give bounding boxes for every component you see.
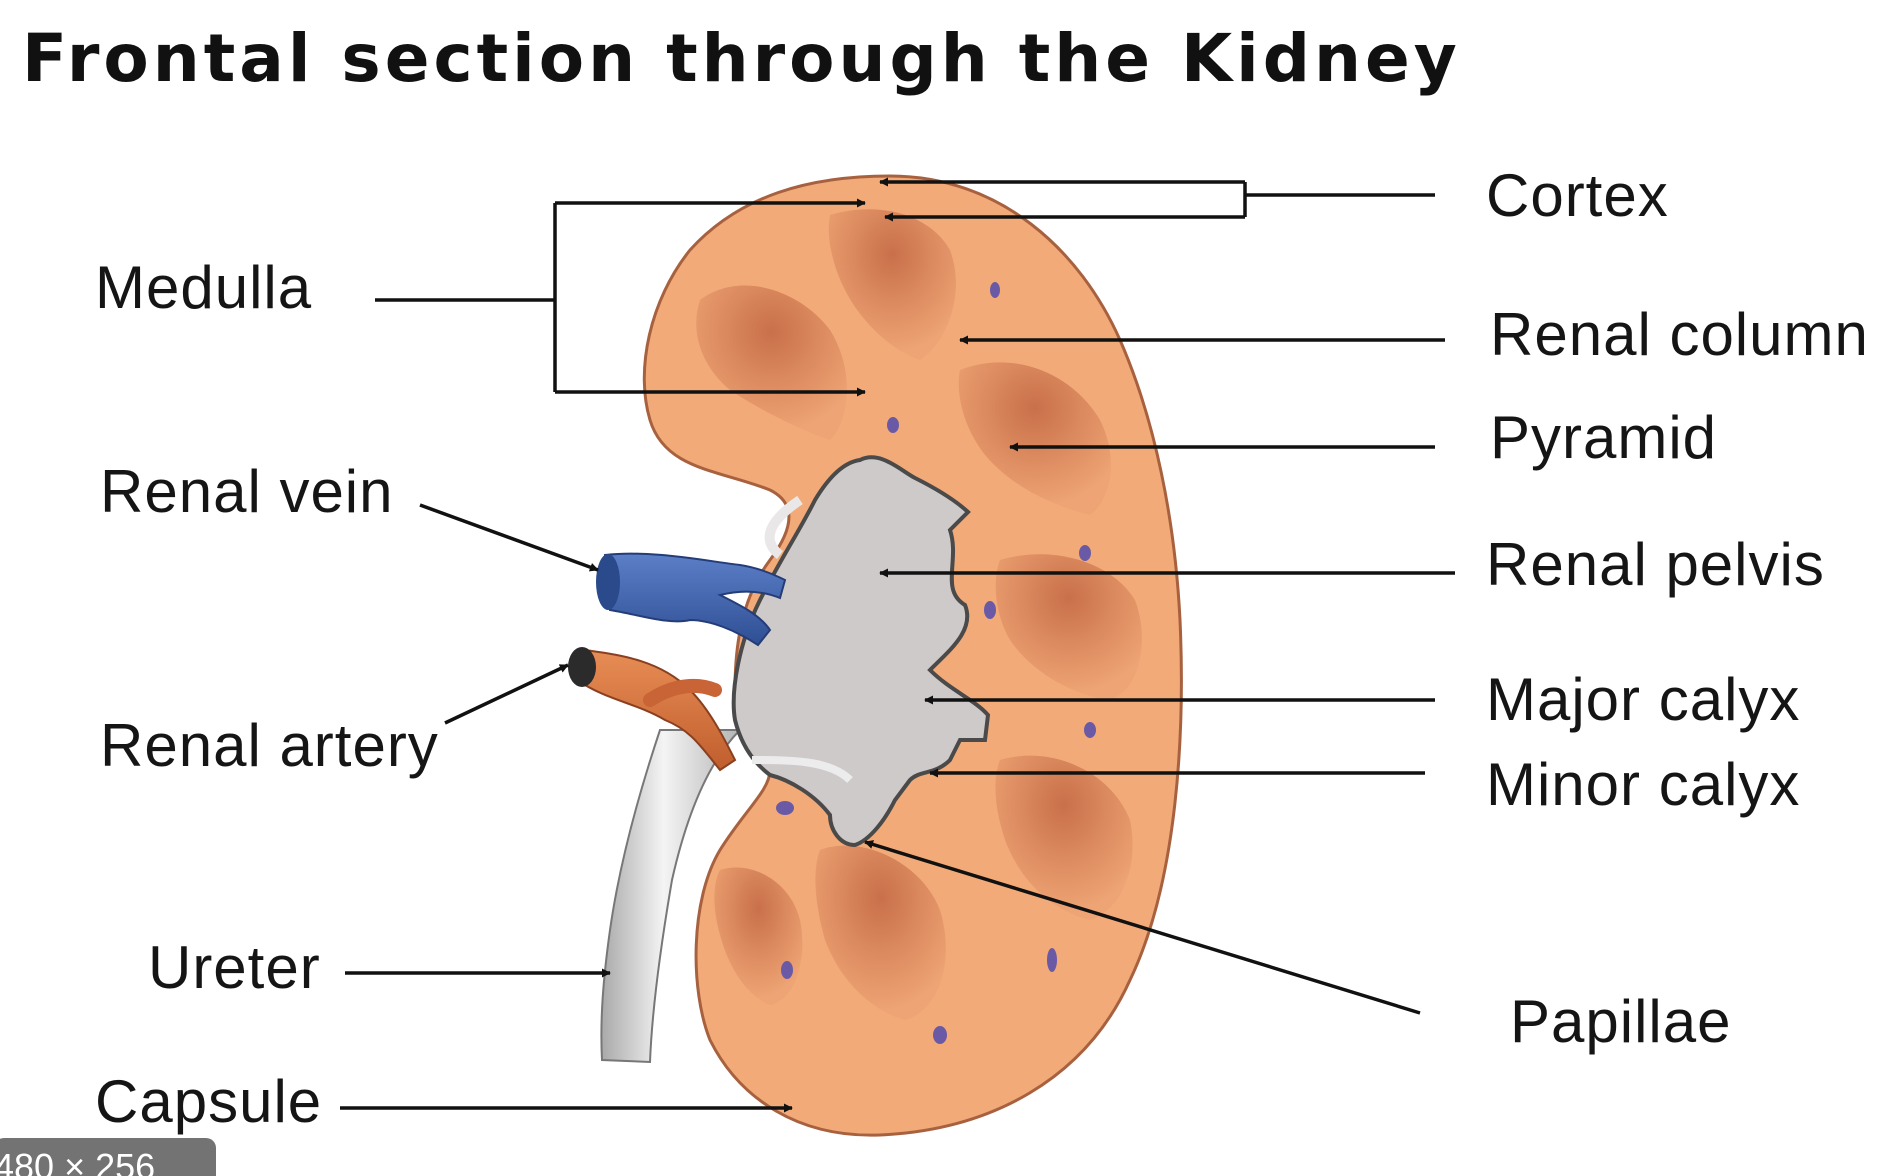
ureter-shape (600, 729, 743, 1064)
renal-artery-shape (568, 647, 737, 772)
label-papillae: Papillae (1510, 988, 1732, 1055)
label-renal-vein: Renal vein (100, 458, 394, 525)
label-minor-calyx: Minor calyx (1486, 751, 1801, 818)
vessel-dots (776, 282, 1096, 1044)
label-renal-column: Renal column (1490, 301, 1869, 368)
label-renal-artery: Renal artery (100, 712, 439, 779)
label-renal-pelvis: Renal pelvis (1486, 531, 1825, 598)
label-major-calyx: Major calyx (1486, 666, 1801, 733)
renal-vein-shape (596, 552, 787, 647)
renal-vein-arrow (419, 503, 599, 572)
papillae-arrow (864, 840, 1421, 1015)
leader-lines (340, 177, 1455, 1113)
label-medulla: Medulla (95, 254, 313, 321)
renal-artery-arrow (444, 663, 569, 725)
label-cortex: Cortex (1486, 162, 1669, 229)
label-ureter: Ureter (148, 934, 321, 1001)
diagram-title: Frontal section through the Kidney (22, 20, 1461, 97)
pyramids (696, 209, 1142, 1020)
label-capsule: Capsule (95, 1068, 323, 1135)
image-size-badge: 480 × 256 (0, 1138, 216, 1176)
renal-pelvis-shape (731, 455, 991, 848)
label-pyramid: Pyramid (1490, 404, 1718, 471)
